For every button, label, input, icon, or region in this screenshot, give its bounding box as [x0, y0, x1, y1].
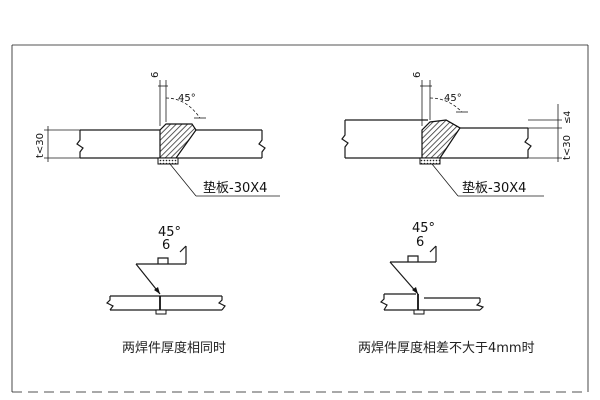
- left-symbol-angle: 45°: [158, 225, 181, 240]
- left-thickness-label: t<30: [35, 133, 46, 158]
- right-angle-label: 45°: [444, 93, 462, 104]
- drawing-frame: [11, 44, 589, 393]
- right-weld-symbol: [379, 245, 485, 315]
- right-pad-label: 垫板-30X4: [462, 180, 526, 196]
- right-step-label: ≤4: [563, 110, 573, 124]
- right-weld-detail: [341, 80, 562, 197]
- left-symbol-size: 6: [162, 238, 170, 253]
- right-symbol-angle: 45°: [412, 221, 435, 236]
- right-dim-6: 6: [412, 72, 423, 78]
- left-weld-symbol: [105, 245, 226, 315]
- left-caption: 两焊件厚度相同时: [122, 340, 226, 356]
- backing-pad-right: [419, 157, 441, 165]
- backing-pad: [157, 157, 179, 165]
- left-pad-label: 垫板-30X4: [203, 180, 267, 196]
- right-thickness-label: t<30: [562, 135, 573, 160]
- left-angle-label: 45°: [178, 93, 196, 104]
- right-caption: 两焊件厚度相差不大于4mm时: [358, 340, 535, 356]
- right-symbol-size: 6: [416, 235, 424, 250]
- left-dim-6: 6: [150, 72, 161, 78]
- left-weld-detail: [44, 80, 280, 197]
